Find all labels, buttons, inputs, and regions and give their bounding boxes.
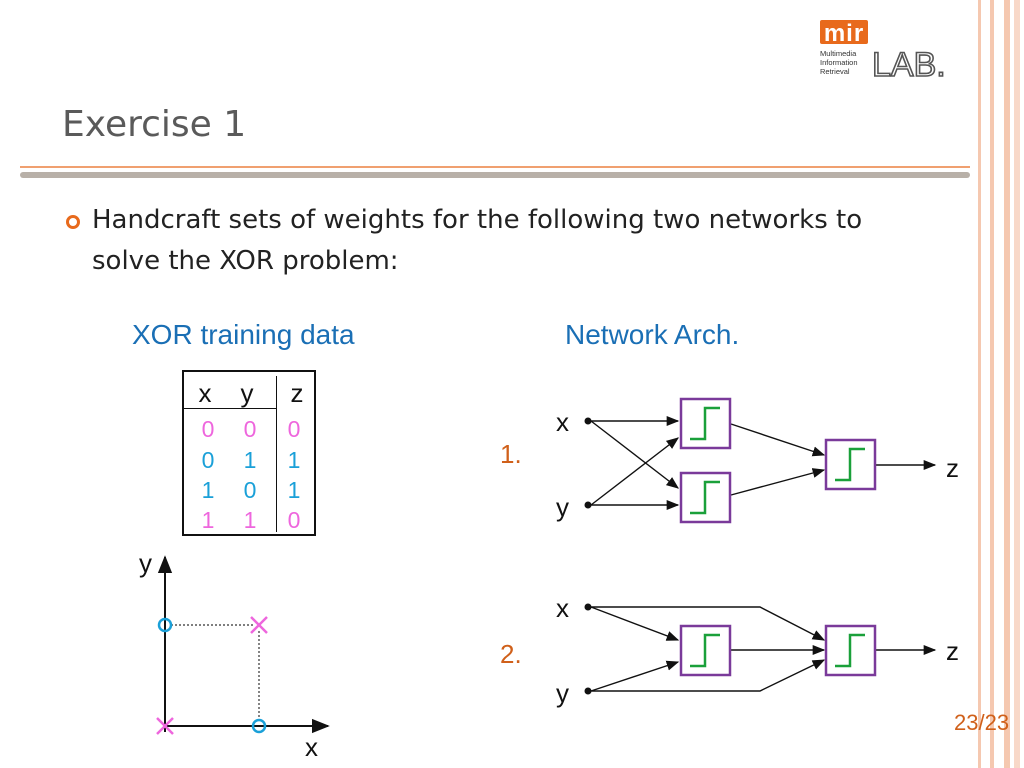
table-header: z xyxy=(290,378,304,408)
svg-text:mir: mir xyxy=(824,20,864,47)
input-label: x xyxy=(556,593,569,623)
frame-stripe xyxy=(1014,0,1020,768)
mirlab-logo: mir Multimedia Information Retrieval LAB… xyxy=(818,16,968,85)
table-divider xyxy=(276,376,277,532)
input-node xyxy=(584,417,592,425)
table-header: x xyxy=(198,378,212,408)
input-label: y xyxy=(556,678,569,708)
table-cell: 1 xyxy=(287,477,301,503)
svg-text:LAB.: LAB. xyxy=(872,46,946,82)
svg-text:Multimedia: Multimedia xyxy=(820,49,857,58)
network-number: 1. xyxy=(500,439,522,469)
table-cell: 0 xyxy=(201,447,215,473)
title-rule-shadow xyxy=(20,172,970,178)
step-neuron xyxy=(679,397,732,450)
table-cell: 1 xyxy=(243,507,257,533)
xor-plot: y x xyxy=(139,548,330,762)
connections xyxy=(590,415,937,511)
frame-stripe xyxy=(1004,0,1010,768)
input-node xyxy=(584,603,592,611)
input-label: x xyxy=(556,407,569,437)
input-node xyxy=(584,501,592,509)
frame-stripe xyxy=(978,0,981,768)
xor-table: x y z 0 0 0 0 1 1 1 0 1 1 1 0 xyxy=(182,370,316,536)
table-cell: 1 xyxy=(201,507,215,533)
xor-caption: XOR training data xyxy=(132,319,355,350)
bullet-circle-icon xyxy=(66,215,80,229)
slide-title: Exercise 1 xyxy=(62,104,247,145)
table-cell: 1 xyxy=(243,447,257,473)
network-1: 1. x y z xyxy=(500,397,959,524)
data-point-circle xyxy=(157,617,173,633)
input-label: y xyxy=(556,492,569,522)
table-cell: 1 xyxy=(201,477,215,503)
table-cell: 1 xyxy=(287,447,301,473)
table-cell: 0 xyxy=(201,416,215,442)
x-axis-label: x xyxy=(305,732,318,762)
data-point-circle xyxy=(251,718,267,734)
table-cell: 0 xyxy=(287,507,301,533)
step-neuron xyxy=(679,471,732,524)
title-rule xyxy=(20,166,970,168)
output-label: z xyxy=(946,636,959,666)
table-cell: 0 xyxy=(243,477,257,503)
step-neuron xyxy=(679,624,732,677)
table-header: y xyxy=(240,378,254,408)
bullet-text: Handcraft sets of weights for the follow… xyxy=(92,205,863,276)
network-number: 2. xyxy=(500,639,522,669)
table-cell: 0 xyxy=(287,416,301,442)
table-header-rule xyxy=(184,408,276,409)
step-neuron xyxy=(824,438,877,491)
data-point-cross xyxy=(156,717,174,735)
table-cell: 0 xyxy=(243,416,257,442)
svg-text:Information: Information xyxy=(820,58,858,67)
network-caption: Network Arch. xyxy=(565,319,740,350)
y-axis-label: y xyxy=(139,548,152,578)
step-neuron xyxy=(824,624,877,677)
connections xyxy=(590,606,937,692)
svg-text:Retrieval: Retrieval xyxy=(820,67,850,76)
input-node xyxy=(584,687,592,695)
page-number: 23/23 xyxy=(954,710,1010,735)
data-point-cross xyxy=(250,616,268,634)
frame-stripe xyxy=(990,0,994,768)
output-label: z xyxy=(946,453,959,483)
network-2: 2. x y z xyxy=(500,593,959,708)
